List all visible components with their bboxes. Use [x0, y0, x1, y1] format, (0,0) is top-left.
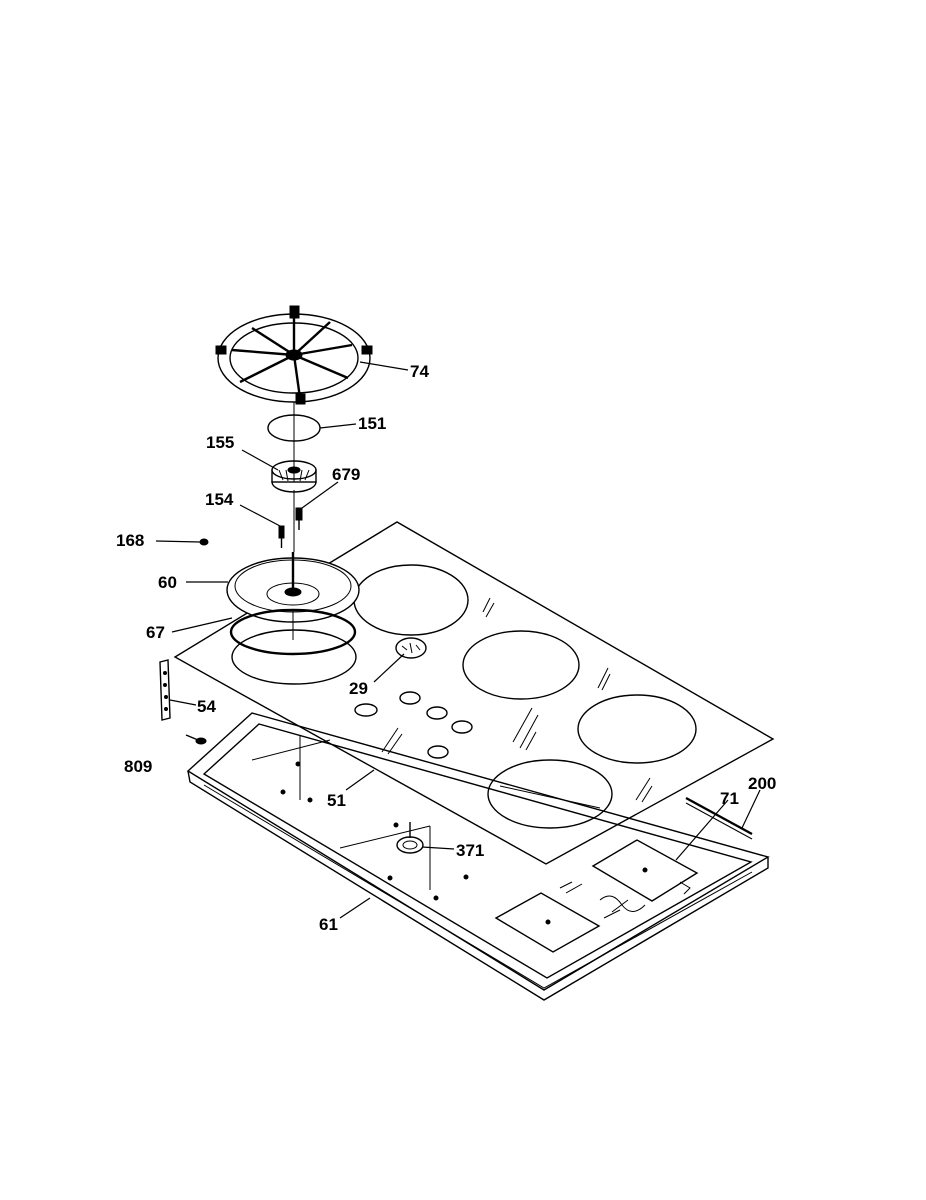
- callout-151: 151: [358, 414, 386, 433]
- callout-74: 74: [410, 362, 429, 381]
- screw-168-part: [199, 538, 209, 546]
- screw-809-part: [185, 734, 207, 745]
- callout-54: 54: [197, 697, 216, 716]
- screw-679-part: [295, 507, 303, 530]
- callout-809: 809: [124, 757, 152, 776]
- callout-29: 29: [349, 679, 368, 698]
- leader-lines: [155, 361, 761, 919]
- burner-box-pan-part: [186, 712, 770, 1001]
- wire-harness-part: [685, 796, 753, 840]
- burner-grate-part: [215, 305, 373, 405]
- callout-679: 679: [332, 465, 360, 484]
- callout-67: 67: [146, 623, 165, 642]
- callout-371: 371: [456, 841, 484, 860]
- callout-200: 200: [748, 774, 776, 793]
- callout-labels: 74 151 155 679 154 168 60 67 29 54 809 5…: [116, 362, 776, 934]
- valve-knob-part: [395, 637, 427, 659]
- callout-61: 61: [319, 915, 338, 934]
- callout-71: 71: [720, 789, 739, 808]
- burner-base-part: [226, 552, 360, 623]
- callout-51: 51: [327, 791, 346, 810]
- callout-60: 60: [158, 573, 177, 592]
- gasket-ring-part: [229, 608, 357, 656]
- bracket-part: [159, 659, 171, 721]
- screw-154-part: [278, 525, 285, 548]
- callout-154: 154: [205, 490, 234, 509]
- callout-155: 155: [206, 433, 234, 452]
- callout-168: 168: [116, 531, 144, 550]
- burner-orifice-part: [396, 822, 424, 854]
